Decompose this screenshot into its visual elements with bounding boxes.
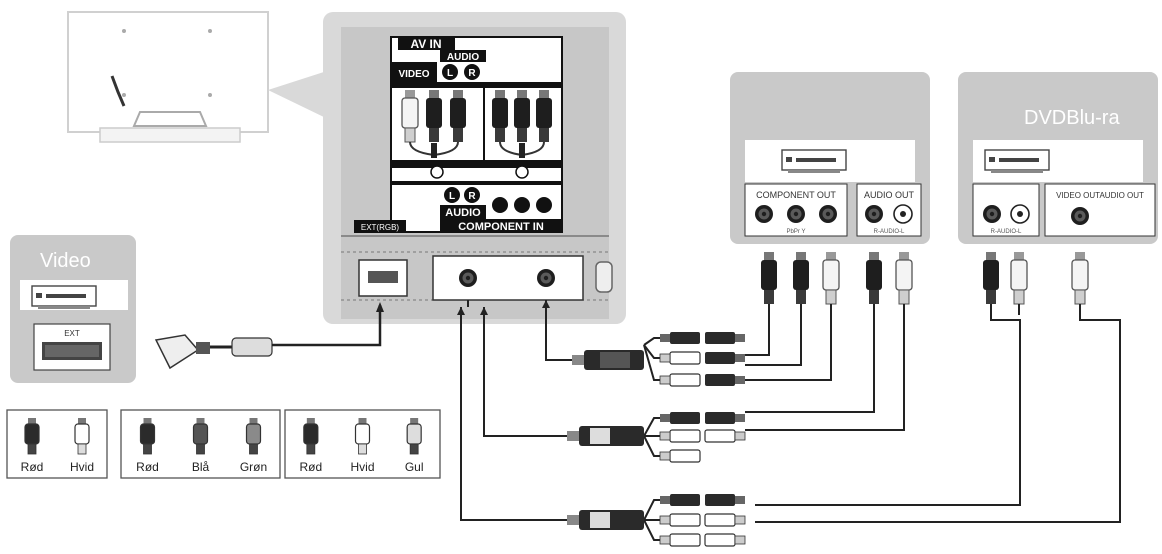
legend-connector-0 <box>303 418 319 455</box>
scart-cable <box>154 302 384 370</box>
adapter-cable-2 <box>567 412 746 463</box>
connector-color-legend: Rød Hvid Rød Blå Grøn Rød Hvid Gul <box>6 409 441 479</box>
legend-label: Rød <box>299 460 322 474</box>
tv-back-panel: AV IN AUDIO VIDEO L R L R AUDIO C <box>323 12 626 324</box>
legend-connector-2 <box>245 418 262 455</box>
video-label: VIDEO <box>398 69 429 80</box>
legend-group: Rød Hvid Gul <box>284 409 441 479</box>
legend-connector-0 <box>139 418 156 455</box>
legend-group: Rød Blå Grøn <box>120 409 281 479</box>
audio-r-badge: R <box>468 68 476 79</box>
cable-lines <box>460 300 1121 541</box>
dvd-audio-sub: R-AUDIO-L <box>991 229 1022 235</box>
component-out-label: COMPONENT OUT <box>756 190 836 200</box>
component-device: COMPONENT OUT PbPr Y AUDIO OUT R-AUDIO-L <box>730 72 930 244</box>
audio-l-badge: L <box>447 68 453 79</box>
audio-l-badge-bottom: L <box>449 191 455 202</box>
legend-connector-2 <box>406 418 422 455</box>
dvd-bluray-device: DVDBlu-ra R-AUDIO-L VIDEO OUTAUDIO OUT <box>958 72 1158 244</box>
component-out-sub: PbPr Y <box>787 229 806 235</box>
legend-label: Hvid <box>70 460 94 474</box>
cable-arrows <box>457 300 550 315</box>
legend-group: Rød Hvid <box>6 409 108 479</box>
video-device: Video EXT <box>10 235 136 383</box>
av-in-title: AV IN <box>410 37 441 51</box>
audio-out-sub: R-AUDIO-L <box>874 229 905 235</box>
video-device-title: Video <box>40 250 91 272</box>
audio-label-bottom: AUDIO <box>445 207 481 219</box>
audio-out-label: AUDIO OUT <box>864 190 915 200</box>
audio-r-badge-bottom: R <box>468 191 476 202</box>
component-jack-right <box>537 269 555 287</box>
adapter-cable-3 <box>567 494 746 547</box>
legend-label: Hvid <box>350 460 374 474</box>
legend-label: Rød <box>136 460 159 474</box>
legend-label: Gul <box>405 460 424 474</box>
legend-label: Rød <box>21 460 44 474</box>
device-plugs <box>761 251 1089 305</box>
legend-label: Grøn <box>240 460 267 474</box>
ext-port-label: EXT <box>64 329 80 338</box>
legend-connector-1 <box>192 418 209 455</box>
legend-connector-1 <box>354 418 371 455</box>
audio-label-top: AUDIO <box>447 52 479 63</box>
adapter-cable-1 <box>572 332 745 387</box>
tv-thumbnail <box>67 11 330 143</box>
video-audio-out-label: VIDEO OUTAUDIO OUT <box>1056 191 1144 200</box>
ext-rgb-label: EXT(RGB) <box>361 223 400 232</box>
component-jack-left <box>459 269 477 287</box>
legend-connector-0 <box>24 418 40 455</box>
legend-label: Blå <box>192 460 210 474</box>
component-in-title: COMPONENT IN <box>458 221 544 233</box>
dvd-device-title: DVDBlu-ra <box>1024 107 1120 129</box>
legend-connector-1 <box>74 418 90 455</box>
